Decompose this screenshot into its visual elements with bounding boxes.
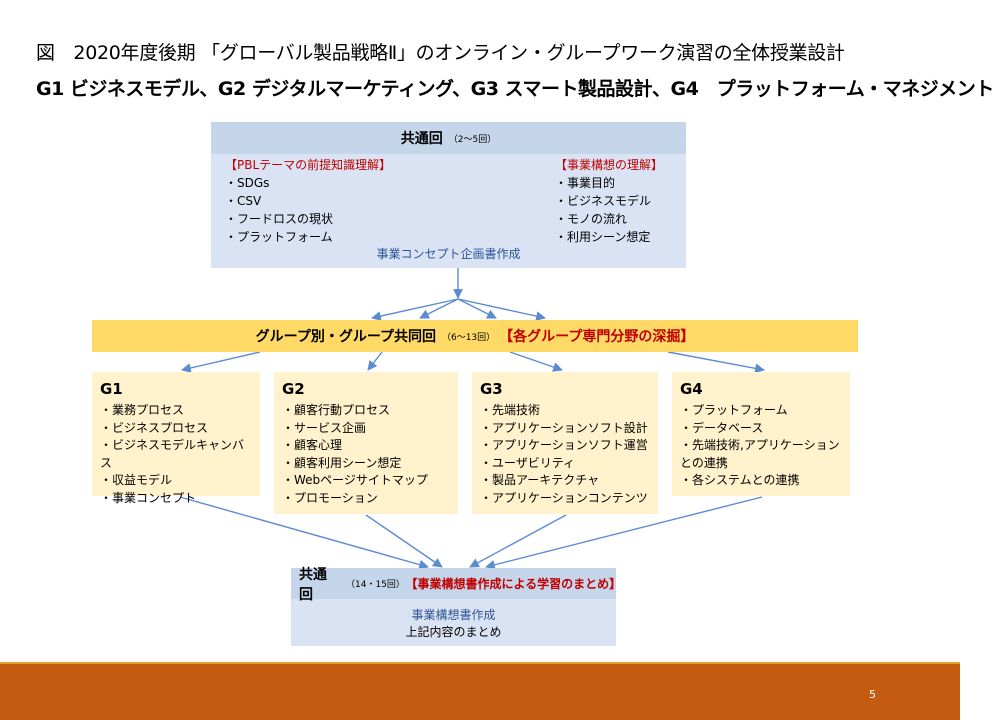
common-top-title: 共通回 xyxy=(400,131,443,147)
business-concept-column: 【事業構想の理解】 ・事業目的 ・ビジネスモデル ・モノの流れ ・利用シーン想定 xyxy=(555,156,663,246)
common-session-top: 共通回 （2～5回） 【PBLテーマの前提知識理解】 ・SDGs ・CSV ・フ… xyxy=(211,122,686,268)
common-top-header: 共通回 （2～5回） xyxy=(211,122,686,154)
group-band-session: （6～13回） xyxy=(441,332,496,343)
list-item: ・アプリケーションソフト設計 xyxy=(480,420,648,435)
list-item: ・利用シーン想定 xyxy=(555,230,651,244)
group-band-title: グループ別・グループ共同回 xyxy=(255,329,436,345)
concept-proposal-text: 事業コンセプト企画書作成 xyxy=(376,247,521,261)
list-item: ・Webページサイトマップ xyxy=(282,473,428,487)
arrow-hub-to-band-midleft xyxy=(419,298,459,319)
group-title: G4 xyxy=(680,380,703,398)
group-band-note: 【各グループ専門分野の深掘】 xyxy=(499,329,695,345)
slide-title-line2: G1 ビジネスモデル、G2 デジタルマーケティング、G3 スマート製品設計、G4… xyxy=(36,78,994,100)
group-session-band: グループ別・グループ共同回 （6～13回） 【各グループ専門分野の深掘】 xyxy=(92,320,858,352)
list-item: ・事業コンセプト xyxy=(100,490,197,505)
group-title: G2 xyxy=(282,380,305,398)
list-item: ・事業目的 xyxy=(555,176,616,190)
prerequisite-heading: 【PBLテーマの前提知識理解】 xyxy=(225,158,392,172)
list-item: ・プラットフォーム xyxy=(225,230,333,244)
common-bottom-title: 共通回 xyxy=(299,566,327,603)
list-item: ・先端技術,アプリケーションとの連携 xyxy=(680,438,840,470)
list-item: ・製品アーキテクチャ xyxy=(480,473,600,487)
list-item: ・先端技術 xyxy=(480,403,541,417)
list-item: ・顧客利用シーン想定 xyxy=(282,455,402,470)
arrow-band-to-g2 xyxy=(367,351,383,371)
page-number: 5 xyxy=(869,688,876,701)
list-item: ・アプリケーションコンテンツ xyxy=(480,490,648,505)
list-item: ・ユーザビリティ xyxy=(480,455,576,470)
list-item: ・ビジネスモデルキャンバス xyxy=(100,438,245,470)
group-title: G1 xyxy=(100,380,123,398)
list-item: ・プラットフォーム xyxy=(680,403,788,417)
list-item: ・モノの流れ xyxy=(555,212,628,226)
arrow-hub-to-band-right xyxy=(457,298,546,321)
prerequisite-column: 【PBLテーマの前提知識理解】 ・SDGs ・CSV ・フードロスの現状 ・プラ… xyxy=(225,156,391,246)
list-item: ・CSV xyxy=(225,194,262,208)
group-card-g2: G2 ・顧客行動プロセス ・サービス企画 ・顧客心理 ・顧客利用シーン想定 ・W… xyxy=(274,372,458,514)
list-item: ・顧客行動プロセス xyxy=(282,403,391,417)
list-item: ・サービス企画 xyxy=(282,420,367,435)
summary-text: 上記内容のまとめ xyxy=(405,625,502,639)
footer-accent-line xyxy=(0,662,960,665)
list-item: ・顧客心理 xyxy=(282,438,343,452)
list-item: ・プロモーション xyxy=(282,490,378,505)
common-bottom-session: （14・15回） xyxy=(346,580,405,590)
group-card-g1: G1 ・業務プロセス ・ビジネスプロセス ・ビジネスモデルキャンバス ・収益モデ… xyxy=(92,372,260,505)
arrow-hub-to-band-midright xyxy=(457,298,497,319)
arrow-g2-to-bottom xyxy=(365,514,443,568)
list-item: ・SDGs xyxy=(225,176,270,190)
arrow-g3-to-bottom xyxy=(469,514,567,568)
common-top-session: （2～5回） xyxy=(448,134,497,145)
common-bottom-header: 共通回 （14・15回） 【事業構想書作成による学習のまとめ】 xyxy=(291,567,622,603)
list-item: ・収益モデル xyxy=(100,473,173,487)
slide-title-line1: 図 2020年度後期 「グローバル製品戦略Ⅱ」のオンライン・グループワーク演習の… xyxy=(36,42,845,64)
list-item: ・ビジネスプロセス xyxy=(100,420,209,435)
business-plan-text: 事業構想書作成 xyxy=(411,608,496,622)
arrow-band-to-g4 xyxy=(667,351,765,374)
arrow-hub-to-band-left xyxy=(371,298,459,321)
group-title: G3 xyxy=(480,380,503,398)
list-item: ・ビジネスモデル xyxy=(555,194,652,208)
group-card-g3: G3 ・先端技術 ・アプリケーションソフト設計 ・アプリケーションソフト運営 ・… xyxy=(472,372,658,514)
common-bottom-body: 事業構想書作成 上記内容のまとめ xyxy=(291,599,616,641)
arrow-band-to-g1 xyxy=(181,351,261,373)
group-card-g4: G4 ・プラットフォーム ・データベース ・先端技術,アプリケーションとの連携 … xyxy=(672,372,850,496)
list-item: ・アプリケーションソフト運営 xyxy=(480,438,648,452)
list-item: ・フードロスの現状 xyxy=(225,212,334,226)
list-item: ・業務プロセス xyxy=(100,403,185,417)
list-item: ・各システムとの連携 xyxy=(680,473,800,487)
business-concept-heading: 【事業構想の理解】 xyxy=(555,158,664,172)
arrow-band-to-g3 xyxy=(509,351,563,372)
slide-footer-bar xyxy=(0,664,960,720)
common-session-bottom: 共通回 （14・15回） 【事業構想書作成による学習のまとめ】 事業構想書作成 … xyxy=(291,567,622,646)
common-bottom-note: 【事業構想書作成による学習のまとめ】 xyxy=(405,577,622,591)
list-item: ・データベース xyxy=(680,420,764,435)
